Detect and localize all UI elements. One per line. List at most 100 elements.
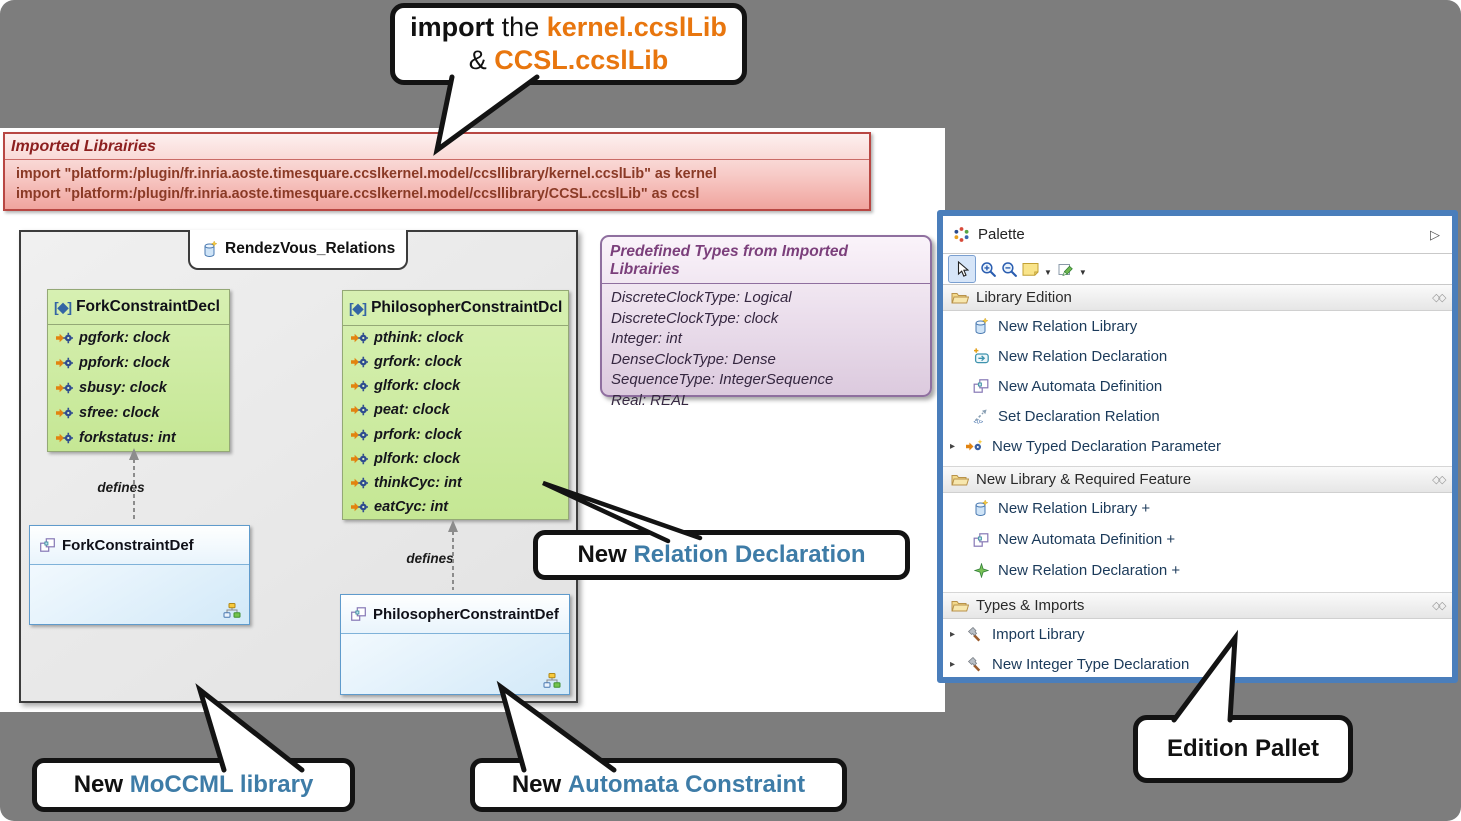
palette-item-new-automata-definition[interactable]: New Automata Definition	[943, 371, 1452, 401]
folder-icon	[951, 475, 969, 486]
attribute-row[interactable]: pgfork: clock	[48, 325, 229, 350]
imported-libraries-title: Imported Librairies	[5, 134, 869, 160]
attribute-row[interactable]: plfork: clock	[343, 447, 568, 471]
attribute-row[interactable]: sfree: clock	[48, 401, 229, 426]
attribute-icon	[56, 382, 73, 394]
attribute-icon	[56, 332, 73, 343]
callout-line: & CCSL.ccslLib	[468, 45, 669, 75]
predefined-type: SequenceType: IntegerSequence	[611, 371, 834, 388]
note-icon	[1022, 263, 1039, 276]
predefined-type: DiscreteClockType: clock	[611, 309, 779, 327]
relation-declaration-icon	[973, 348, 989, 364]
class-title: [◆] ForkConstraintDecl	[48, 290, 229, 325]
attribute-row[interactable]: glfork: clock	[343, 374, 568, 398]
palette-item-new-relation-declaration-plus[interactable]: New Relation Declaration +	[943, 555, 1452, 586]
palette-section-library-edition[interactable]: Library Edition ◇◇	[943, 285, 1452, 311]
hammer-icon	[967, 626, 981, 641]
predefined-types-title: Predefined Types from Imported Librairie…	[602, 237, 930, 284]
pin-note-icon	[1058, 264, 1073, 276]
palette-item-new-integer-type-declaration[interactable]: ▸ New Integer Type Declaration	[950, 655, 1190, 673]
def-box-fork-constraint-def[interactable]: ForkConstraintDef	[29, 525, 250, 625]
predefined-types-note[interactable]: Predefined Types from Imported Librairie…	[600, 235, 932, 409]
class-title: [◆] PhilosopherConstraintDcl	[343, 291, 568, 326]
palette-section-types-imports[interactable]: Types & Imports ◇◇	[943, 592, 1452, 619]
set-declaration-relation-icon: <0>	[974, 409, 987, 425]
dropdown-caret-icon[interactable]: ▼	[1078, 267, 1087, 277]
note-tool-button[interactable]	[1022, 262, 1039, 276]
palette-item-import-library[interactable]: ▸ Import Library	[950, 625, 1085, 643]
palette-header[interactable]: Palette ▷	[943, 216, 1452, 254]
class-diamond-icon: [◆]	[349, 299, 367, 316]
attribute-icon	[56, 408, 73, 419]
pin-section-icon[interactable]: ◇◇	[1432, 474, 1446, 486]
imported-libraries-note[interactable]: Imported Librairies import "platform:/pl…	[3, 132, 871, 211]
diagram-tab-rendezvous-relations[interactable]: RendezVous_Relations	[188, 230, 408, 270]
org-chart-icon	[543, 673, 561, 688]
attribute-row[interactable]: forkstatus: int	[48, 426, 229, 451]
expander-icon[interactable]: ▸	[950, 440, 956, 452]
attribute-row[interactable]: pthink: clock	[343, 326, 568, 350]
palette-item-new-relation-library[interactable]: New Relation Library	[943, 311, 1452, 341]
attribute-row[interactable]: eatCyc: int	[343, 495, 568, 519]
automata-definition-icon	[40, 538, 55, 552]
zoom-out-icon	[1002, 261, 1017, 277]
palette-item-new-typed-declaration-parameter[interactable]: ▸ New Typed Declaration Parameter	[950, 437, 1221, 455]
predefined-type: DiscreteClockType: Logical	[611, 289, 792, 306]
callout-new-moccml-library: New MoCCML library	[32, 758, 355, 812]
zoom-out-button[interactable]	[1001, 261, 1018, 278]
collapse-arrow-icon[interactable]: ▷	[1430, 226, 1440, 242]
palette-title: Palette	[978, 226, 1025, 243]
attribute-row[interactable]: thinkCyc: int	[343, 471, 568, 495]
def-title: ForkConstraintDef	[30, 526, 249, 565]
pin-section-icon[interactable]: ◇◇	[1432, 600, 1446, 612]
callout-edition-pallet: Edition Pallet	[1133, 715, 1353, 783]
predefined-type: Integer: int	[611, 330, 682, 347]
attribute-icon	[351, 429, 368, 440]
defines-edge-label: defines	[406, 551, 454, 566]
palette-item-new-relation-library-plus[interactable]: New Relation Library +	[943, 493, 1452, 524]
def-title: PhilosopherConstraintDef	[341, 595, 569, 634]
attribute-row[interactable]: grfork: clock	[343, 350, 568, 374]
attribute-icon	[351, 501, 368, 513]
hammer-icon	[967, 656, 981, 671]
expander-icon[interactable]: ▸	[950, 658, 956, 670]
class-box-philosopher-constraint-decl[interactable]: [◆] PhilosopherConstraintDcl pthink: clo…	[342, 290, 569, 520]
def-box-philosopher-constraint-def[interactable]: PhilosopherConstraintDef	[340, 594, 570, 695]
callout-new-automata-constraint: New Automata Constraint	[470, 758, 847, 812]
expander-icon[interactable]: ▸	[950, 628, 956, 640]
relation-library-icon	[975, 500, 989, 517]
palette-icon	[954, 227, 969, 242]
automata-definition-icon	[351, 607, 366, 621]
pin-section-icon[interactable]: ◇◇	[1432, 292, 1446, 304]
dropdown-caret-icon[interactable]: ▼	[1044, 267, 1052, 277]
palette-item-new-relation-declaration[interactable]: New Relation Declaration	[943, 341, 1452, 371]
palette-panel: Palette ▷ ▼ ▼ Library Edition ◇◇ New Rel…	[937, 210, 1458, 683]
attribute-icon	[351, 356, 368, 368]
green-star-icon	[973, 563, 989, 578]
import-statement: import "platform:/plugin/fr.inria.aoste.…	[16, 166, 717, 182]
attribute-icon	[351, 477, 368, 489]
palette-section-new-library-required-feature[interactable]: New Library & Required Feature ◇◇	[943, 466, 1452, 493]
attribute-icon	[351, 332, 368, 344]
palette-item-new-automata-definition-plus[interactable]: New Automata Definition +	[943, 524, 1452, 555]
select-tool-button[interactable]	[948, 255, 976, 283]
cursor-arrow-icon	[957, 260, 969, 277]
attribute-row[interactable]: sbusy: clock	[48, 375, 229, 400]
class-box-fork-constraint-decl[interactable]: [◆] ForkConstraintDecl pgfork: clock ppf…	[47, 289, 230, 452]
attribute-row[interactable]: ppfork: clock	[48, 350, 229, 375]
attribute-icon	[56, 357, 73, 368]
defines-edge-label: defines	[97, 480, 145, 495]
palette-toolbar: ▼ ▼	[943, 254, 1452, 285]
svg-text:<0>: <0>	[974, 420, 984, 425]
attribute-row[interactable]: peat: clock	[343, 398, 568, 422]
attribute-row[interactable]: prfork: clock	[343, 423, 568, 447]
typed-declaration-parameter-icon	[966, 439, 983, 451]
palette-item-set-declaration-relation[interactable]: <0> Set Declaration Relation	[973, 407, 1160, 425]
diagram-canvas[interactable]: [◆] ForkConstraintDecl pgfork: clock ppf…	[19, 230, 578, 703]
note-attachment-tool-button[interactable]	[1058, 262, 1074, 276]
attribute-icon	[351, 381, 368, 392]
automata-definition-icon	[973, 379, 989, 393]
zoom-in-button[interactable]	[980, 261, 997, 278]
callout-new-relation-declaration: New Relation Declaration	[533, 530, 910, 580]
